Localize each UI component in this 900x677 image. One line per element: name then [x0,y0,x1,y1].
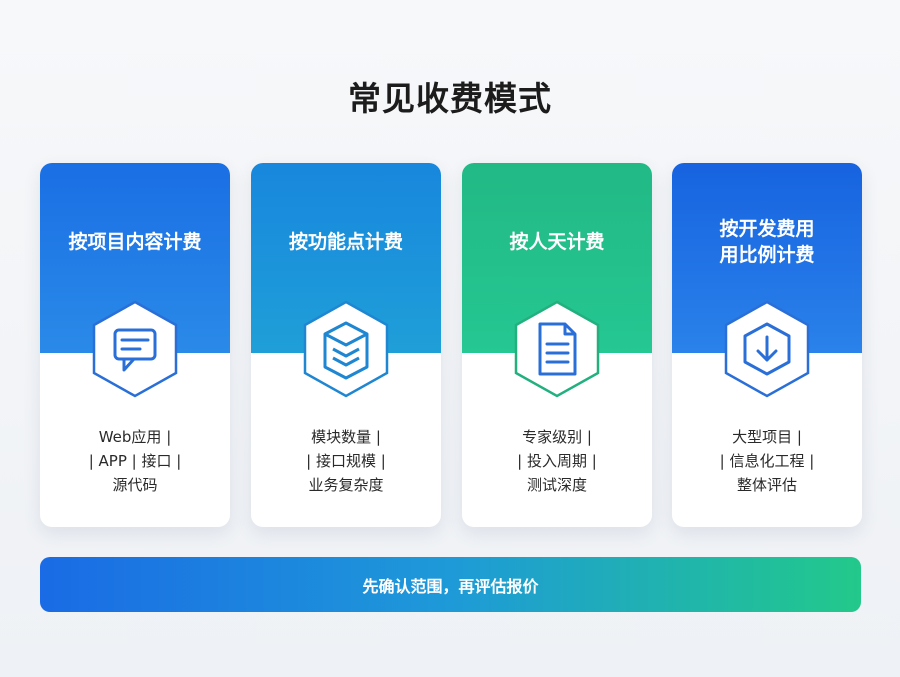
document-icon [514,300,600,398]
card-title: 按项目内容计费 [68,231,202,253]
card-title: 按人天计费 [509,231,605,253]
pricing-card-man-days: 按人天计费 专家级别 | | 投入周期 | 测试深度 [462,163,652,527]
chat-document-icon [92,300,178,398]
pricing-card-cost-ratio: 按开发费用 用比例计费 大型项目 | | 信息化工程 | 整体评估 [672,163,862,527]
card-title: 按功能点计费 [288,231,403,253]
pricing-card-function-points: 按功能点计费 模块数量 | | 接口规模 | 业务复杂度 [251,163,441,527]
page-title: 常见收费模式 [348,79,552,118]
summary-banner: 先确认范围，再评估报价 [40,557,861,612]
pricing-card-content: 按项目内容计费 Web应用 | | APP | 接口 | 源代码 [40,163,230,527]
card-title: 按开发费用 用比例计费 [719,218,815,266]
card-description: 专家级别 | | 投入周期 | 测试深度 [517,428,597,494]
layers-icon [303,300,389,398]
card-description: Web应用 | | APP | 接口 | 源代码 [88,428,182,494]
card-description: 大型项目 | | 信息化工程 | 整体评估 [719,428,815,494]
download-icon [724,300,810,398]
card-description: 模块数量 | | 接口规模 | 业务复杂度 [306,428,386,494]
